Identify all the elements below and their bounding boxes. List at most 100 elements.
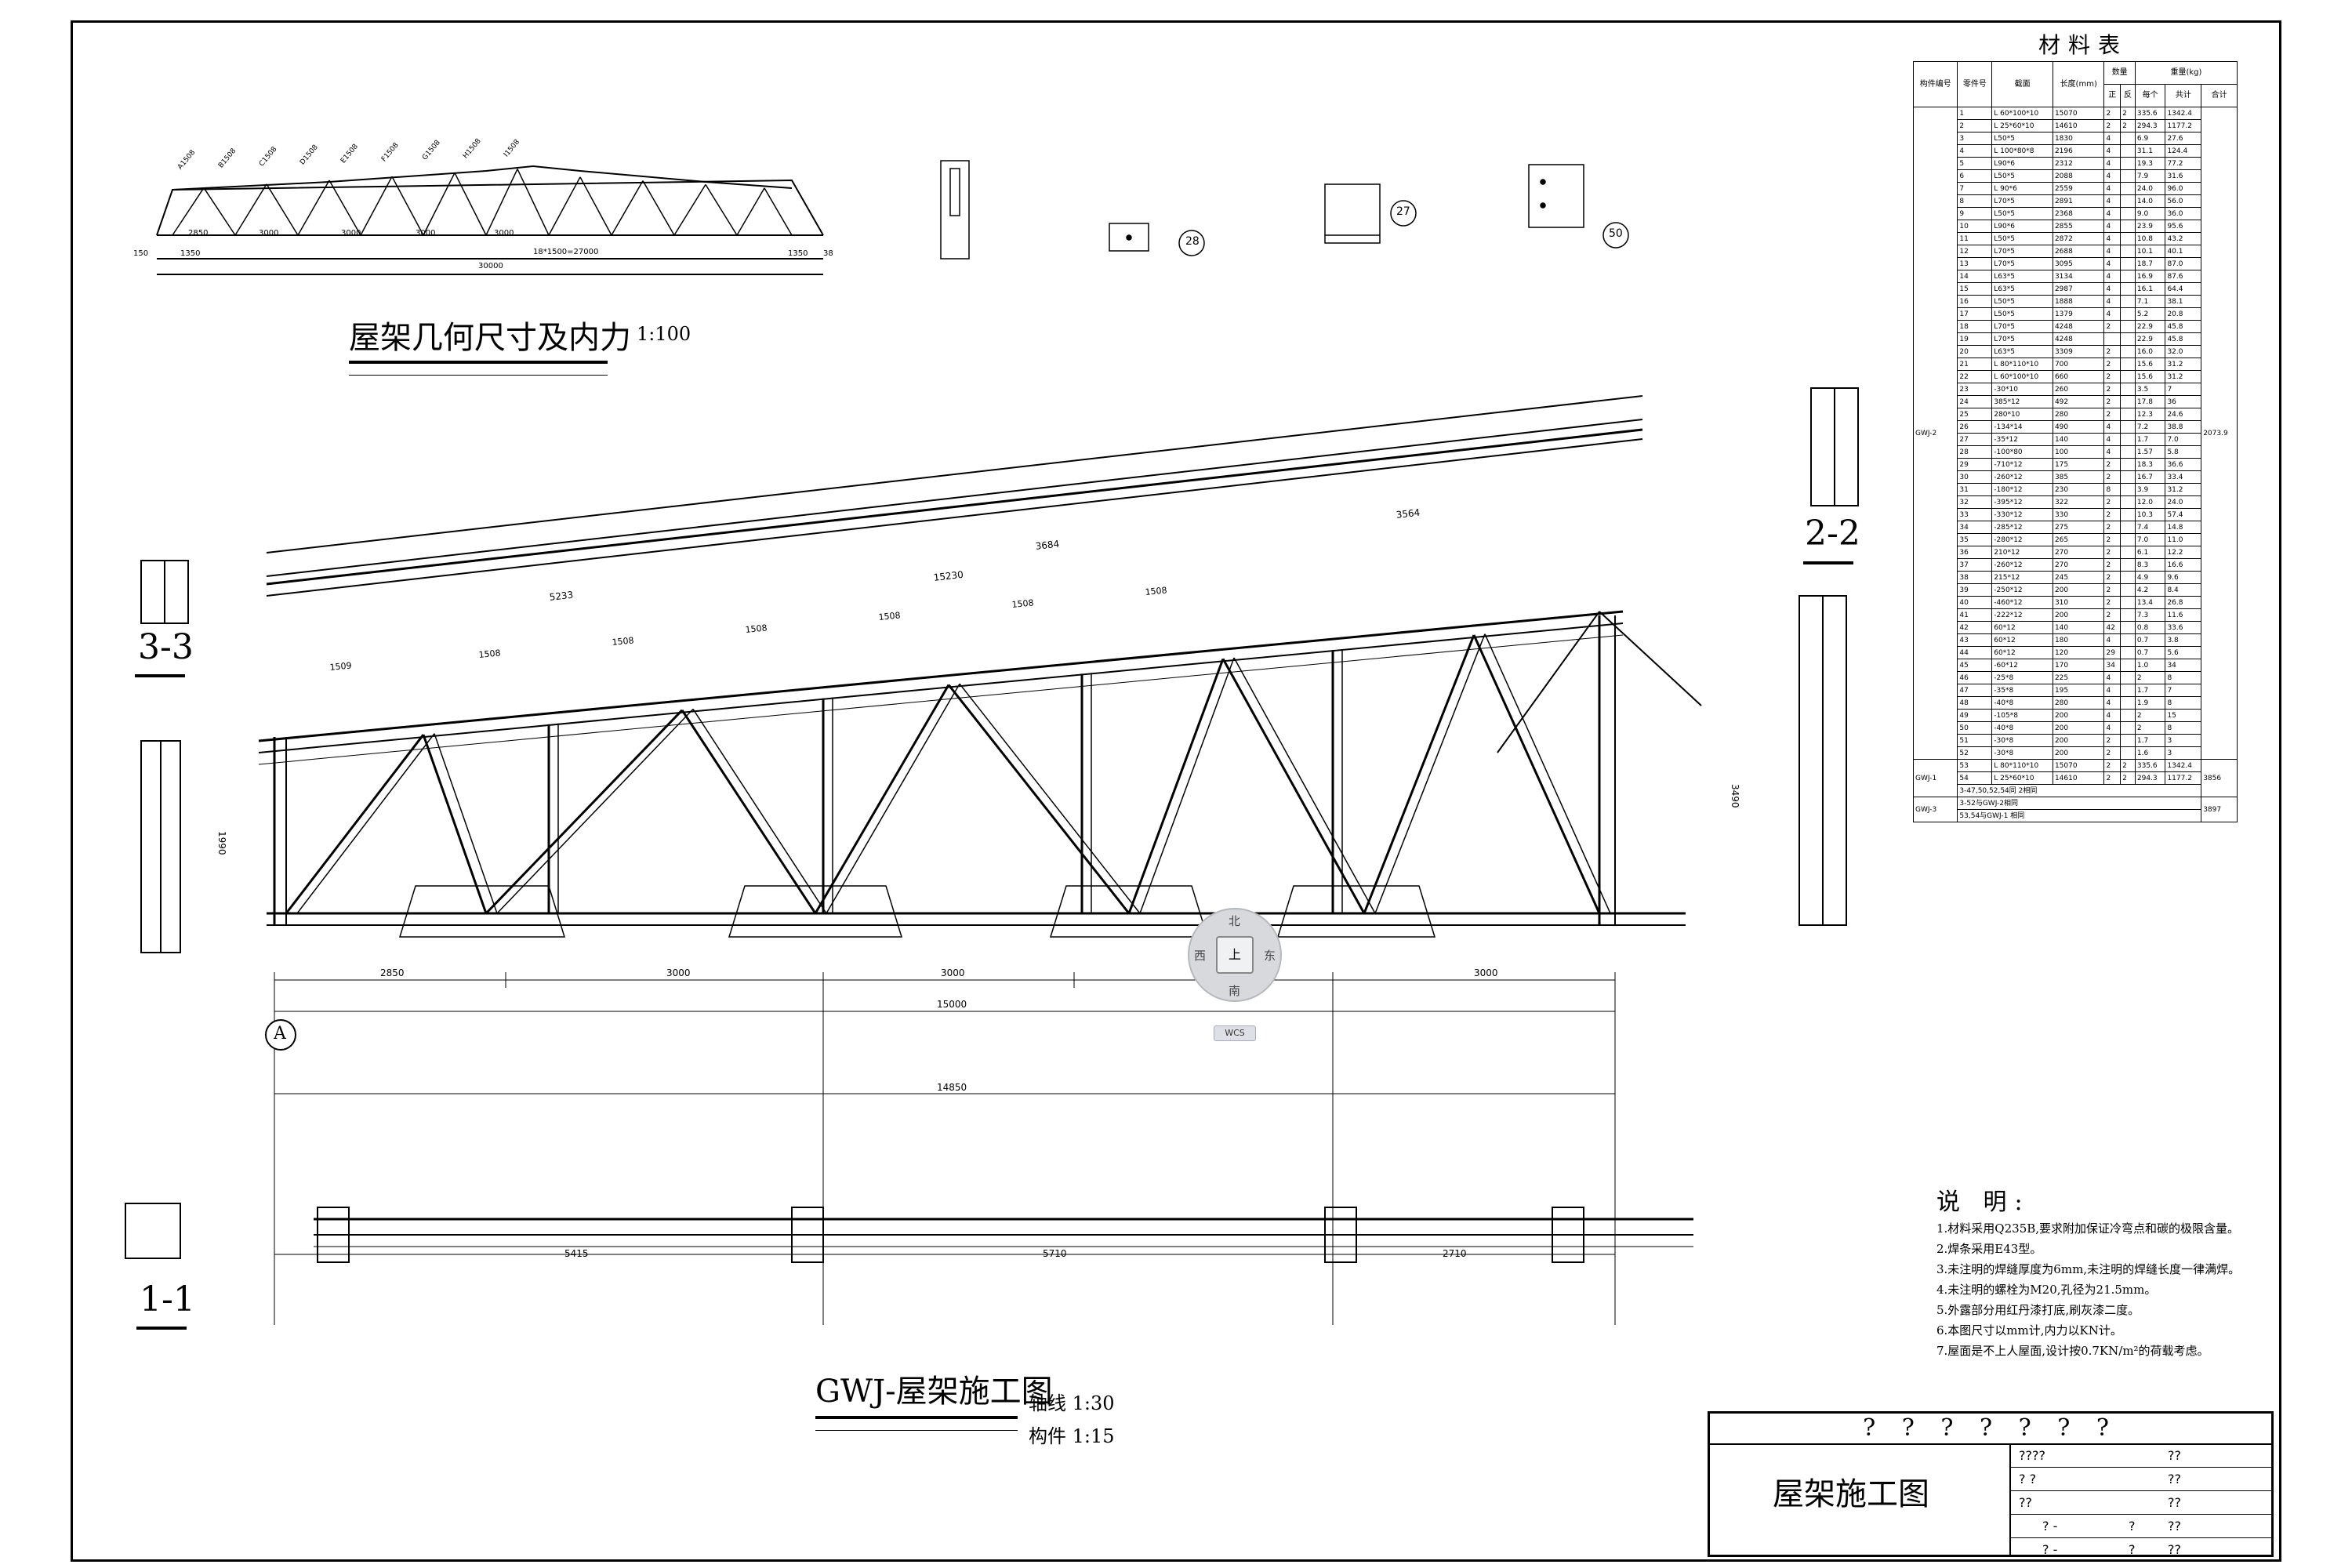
- materials-cell: -35*8: [1991, 684, 2053, 697]
- materials-cell: 36: [1957, 546, 1993, 559]
- materials-cell: 36: [2165, 395, 2202, 408]
- materials-cell: 4: [2103, 270, 2122, 283]
- materials-cell: 39: [1957, 583, 1993, 597]
- ridge-member: [1497, 611, 1600, 753]
- materials-cell: [2120, 533, 2136, 546]
- materials-cell: 32: [1957, 495, 1993, 509]
- geometry-web: [485, 169, 518, 236]
- materials-cell: 38.1: [2165, 295, 2202, 308]
- materials-cell: 700: [2052, 358, 2105, 371]
- detail-27: [1324, 183, 1417, 244]
- materials-cell: 47: [1957, 684, 1993, 697]
- viewcube-west[interactable]: 西: [1194, 949, 1207, 963]
- materials-cell: -222*12: [1991, 608, 2053, 622]
- geometry-web: [642, 180, 675, 236]
- tb-cell: ? -: [2042, 1542, 2058, 1557]
- materials-cell: 16: [1957, 295, 1993, 308]
- main-truss: [258, 395, 1702, 938]
- web-member: [1221, 658, 1366, 914]
- materials-cell: 3309: [2052, 345, 2105, 358]
- materials-cell: 4: [2103, 194, 2122, 208]
- materials-cell: 275: [2052, 521, 2105, 534]
- materials-cell: 4: [2103, 182, 2122, 195]
- materials-cell: 43.2: [2165, 232, 2202, 245]
- materials-cell: 9.0: [2134, 207, 2166, 220]
- materials-cell: 26: [1957, 420, 1993, 434]
- materials-cell: 42: [1957, 621, 1993, 634]
- materials-cell: 9.6: [2165, 571, 2202, 584]
- materials-cell: 53: [1957, 759, 1993, 772]
- materials-cell: 8: [2165, 721, 2202, 735]
- materials-cell: 270: [2052, 558, 2105, 572]
- dimension-label: 5710: [1043, 1248, 1067, 1259]
- materials-title: 材料表: [2038, 32, 2129, 58]
- materials-cell: 2: [2120, 759, 2136, 772]
- detail-28: [940, 160, 1205, 260]
- materials-cell: L 25*60*10: [1991, 119, 2053, 132]
- materials-cell: 19.3: [2134, 157, 2166, 170]
- materials-cell: 2: [2103, 458, 2122, 471]
- materials-cell: 330: [2052, 508, 2105, 521]
- materials-cell: 16.6: [2165, 558, 2202, 572]
- materials-cell: 1177.2: [2165, 771, 2202, 785]
- viewcube-north[interactable]: 北: [1229, 914, 1241, 928]
- geometry-web: [705, 184, 738, 236]
- materials-cell: L70*5: [1991, 194, 2053, 208]
- materials-cell: 1.6: [2134, 746, 2166, 760]
- materials-cell: 49: [1957, 709, 1993, 722]
- materials-cell: 13: [1957, 257, 1993, 270]
- materials-cell: 2: [2103, 495, 2122, 509]
- viewcube[interactable]: 北 西 东 南 上: [1188, 908, 1282, 1002]
- materials-cell: 15070: [2052, 759, 2105, 772]
- materials-cell: L50*5: [1991, 169, 2053, 183]
- materials-cell: 8: [2165, 671, 2202, 684]
- materials-cell: 45.8: [2165, 320, 2202, 333]
- materials-cell: -40*8: [1991, 721, 2053, 735]
- materials-cell: 2: [2120, 119, 2136, 132]
- viewcube-south[interactable]: 南: [1229, 984, 1241, 998]
- materials-cell: 2: [2103, 370, 2122, 383]
- materials-cell: 77.2: [2165, 157, 2202, 170]
- wcs-dropdown[interactable]: WCS: [1214, 1025, 1256, 1041]
- materials-cell: 7.0: [2165, 433, 2202, 446]
- axis-label: A: [274, 1024, 286, 1044]
- materials-cell: 32.0: [2165, 345, 2202, 358]
- tb-cell: ?: [2129, 1542, 2136, 1557]
- materials-cell: 294.3: [2134, 771, 2166, 785]
- col-part: 零件号: [1957, 61, 1993, 107]
- web-member: [1233, 657, 1376, 914]
- materials-cell: 2: [2103, 546, 2122, 559]
- materials-cell: [2120, 408, 2136, 421]
- materials-cell: 29: [1957, 458, 1993, 471]
- materials-cell: 7.2: [2134, 420, 2166, 434]
- viewcube-face[interactable]: 上: [1216, 936, 1254, 974]
- materials-cell: 27.6: [2165, 132, 2202, 145]
- materials-cell: 200: [2052, 734, 2105, 747]
- materials-cell: 7: [1957, 182, 1993, 195]
- web-member: [434, 733, 498, 914]
- note-item: 3.未注明的焊缝厚度为6mm,未注明的焊缝长度一律满焊。: [1936, 1262, 2241, 1276]
- materials-cell: 8.3: [2134, 558, 2166, 572]
- web-member: [1127, 658, 1225, 914]
- materials-cell: 2: [2120, 771, 2136, 785]
- materials-cell: 64.4: [2165, 282, 2202, 296]
- materials-cell: 31: [1957, 483, 1993, 496]
- materials-cell: 4: [2103, 633, 2122, 647]
- materials-cell: 24: [1957, 395, 1993, 408]
- materials-cell: 12.3: [2134, 408, 2166, 421]
- materials-cell: 492: [2052, 395, 2105, 408]
- geometry-diagram: [156, 165, 824, 275]
- materials-cell: 2559: [2052, 182, 2105, 195]
- col-front: 正: [2103, 84, 2122, 107]
- dimension-label: 3000: [416, 229, 436, 238]
- viewcube-east[interactable]: 东: [1263, 949, 1276, 963]
